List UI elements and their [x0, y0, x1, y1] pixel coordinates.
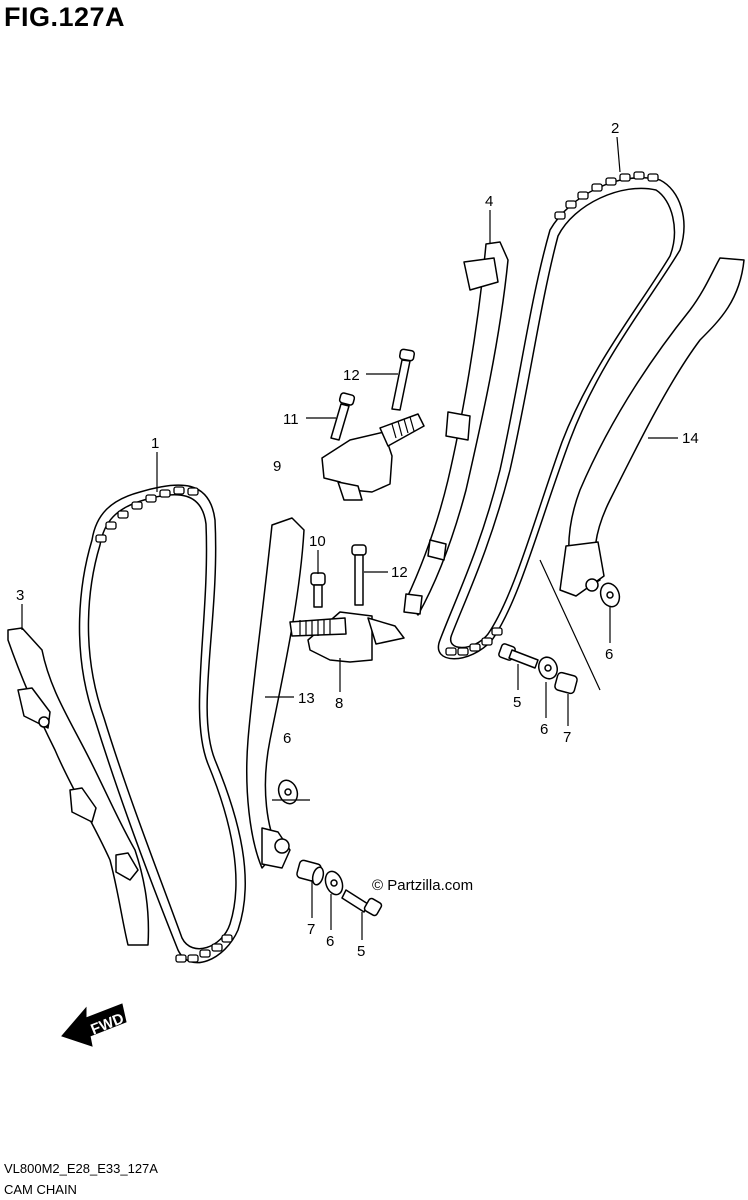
callout-5-front: 5	[357, 943, 365, 960]
front-tensioner-guide	[246, 517, 305, 869]
rear-bolt-5	[498, 643, 539, 669]
front-chain-guide	[7, 627, 150, 946]
rear-adjuster-spring-coils	[391, 416, 415, 439]
rear-washer	[537, 656, 559, 680]
rear-cam-chain	[437, 171, 685, 660]
rear-tensioner-adjuster	[321, 413, 425, 501]
rear-tensioner-guide	[559, 257, 745, 597]
bolt-12-lower	[351, 544, 367, 606]
front-adjuster-spring-coils	[299, 619, 331, 636]
front-collar	[296, 859, 325, 886]
callout-9: 9	[273, 458, 281, 475]
callout-8: 8	[335, 695, 343, 712]
callout-7-rear: 7	[563, 729, 571, 746]
callout-6-front-lower: 6	[326, 933, 334, 950]
figure-code: VL800M2_E28_E33_127A	[4, 1161, 158, 1176]
front-cam-chain	[78, 484, 246, 964]
rear-chain-guide	[403, 241, 509, 616]
callout-12-lower: 12	[391, 564, 408, 581]
rear-washer-right	[599, 582, 621, 608]
front-tensioner-adjuster	[289, 611, 405, 663]
bolt-12-upper	[391, 348, 416, 411]
front-washer-lower	[324, 870, 344, 896]
callout-11: 11	[283, 411, 299, 428]
front-washer-upper	[277, 779, 299, 805]
partzilla-watermark: © Partzilla.com	[372, 877, 473, 894]
callout-5-rear: 5	[513, 694, 521, 711]
callout-6-front-upper: 6	[283, 730, 291, 747]
figure-name: CAM CHAIN	[4, 1182, 77, 1197]
rear-chain-bottom-links	[445, 627, 503, 656]
figure-title: FIG.127A	[4, 2, 126, 32]
bolt-11	[330, 392, 356, 441]
fwd-arrow-icon: FWD	[61, 1003, 127, 1047]
rear-collar	[554, 671, 578, 695]
callout-1: 1	[151, 435, 159, 452]
callout-7-front: 7	[307, 921, 315, 938]
leader-lines	[21, 136, 678, 940]
callout-4: 4	[485, 193, 493, 210]
callout-6-rear: 6	[540, 721, 548, 738]
fwd-label: FWD	[88, 1010, 126, 1039]
callout-10: 10	[309, 533, 326, 550]
callout-3: 3	[16, 587, 24, 604]
callout-13: 13	[298, 690, 315, 707]
callout-12-upper: 12	[343, 367, 360, 384]
front-chain-bottom-links	[175, 934, 233, 963]
callout-6-rear-right: 6	[605, 646, 613, 663]
bolt-10	[310, 572, 326, 608]
front-bolt-5	[341, 889, 383, 917]
callout-14: 14	[682, 430, 699, 447]
front-chain-top-links	[95, 486, 199, 543]
rear-chain-top-links	[554, 171, 659, 220]
callout-2: 2	[611, 120, 619, 137]
